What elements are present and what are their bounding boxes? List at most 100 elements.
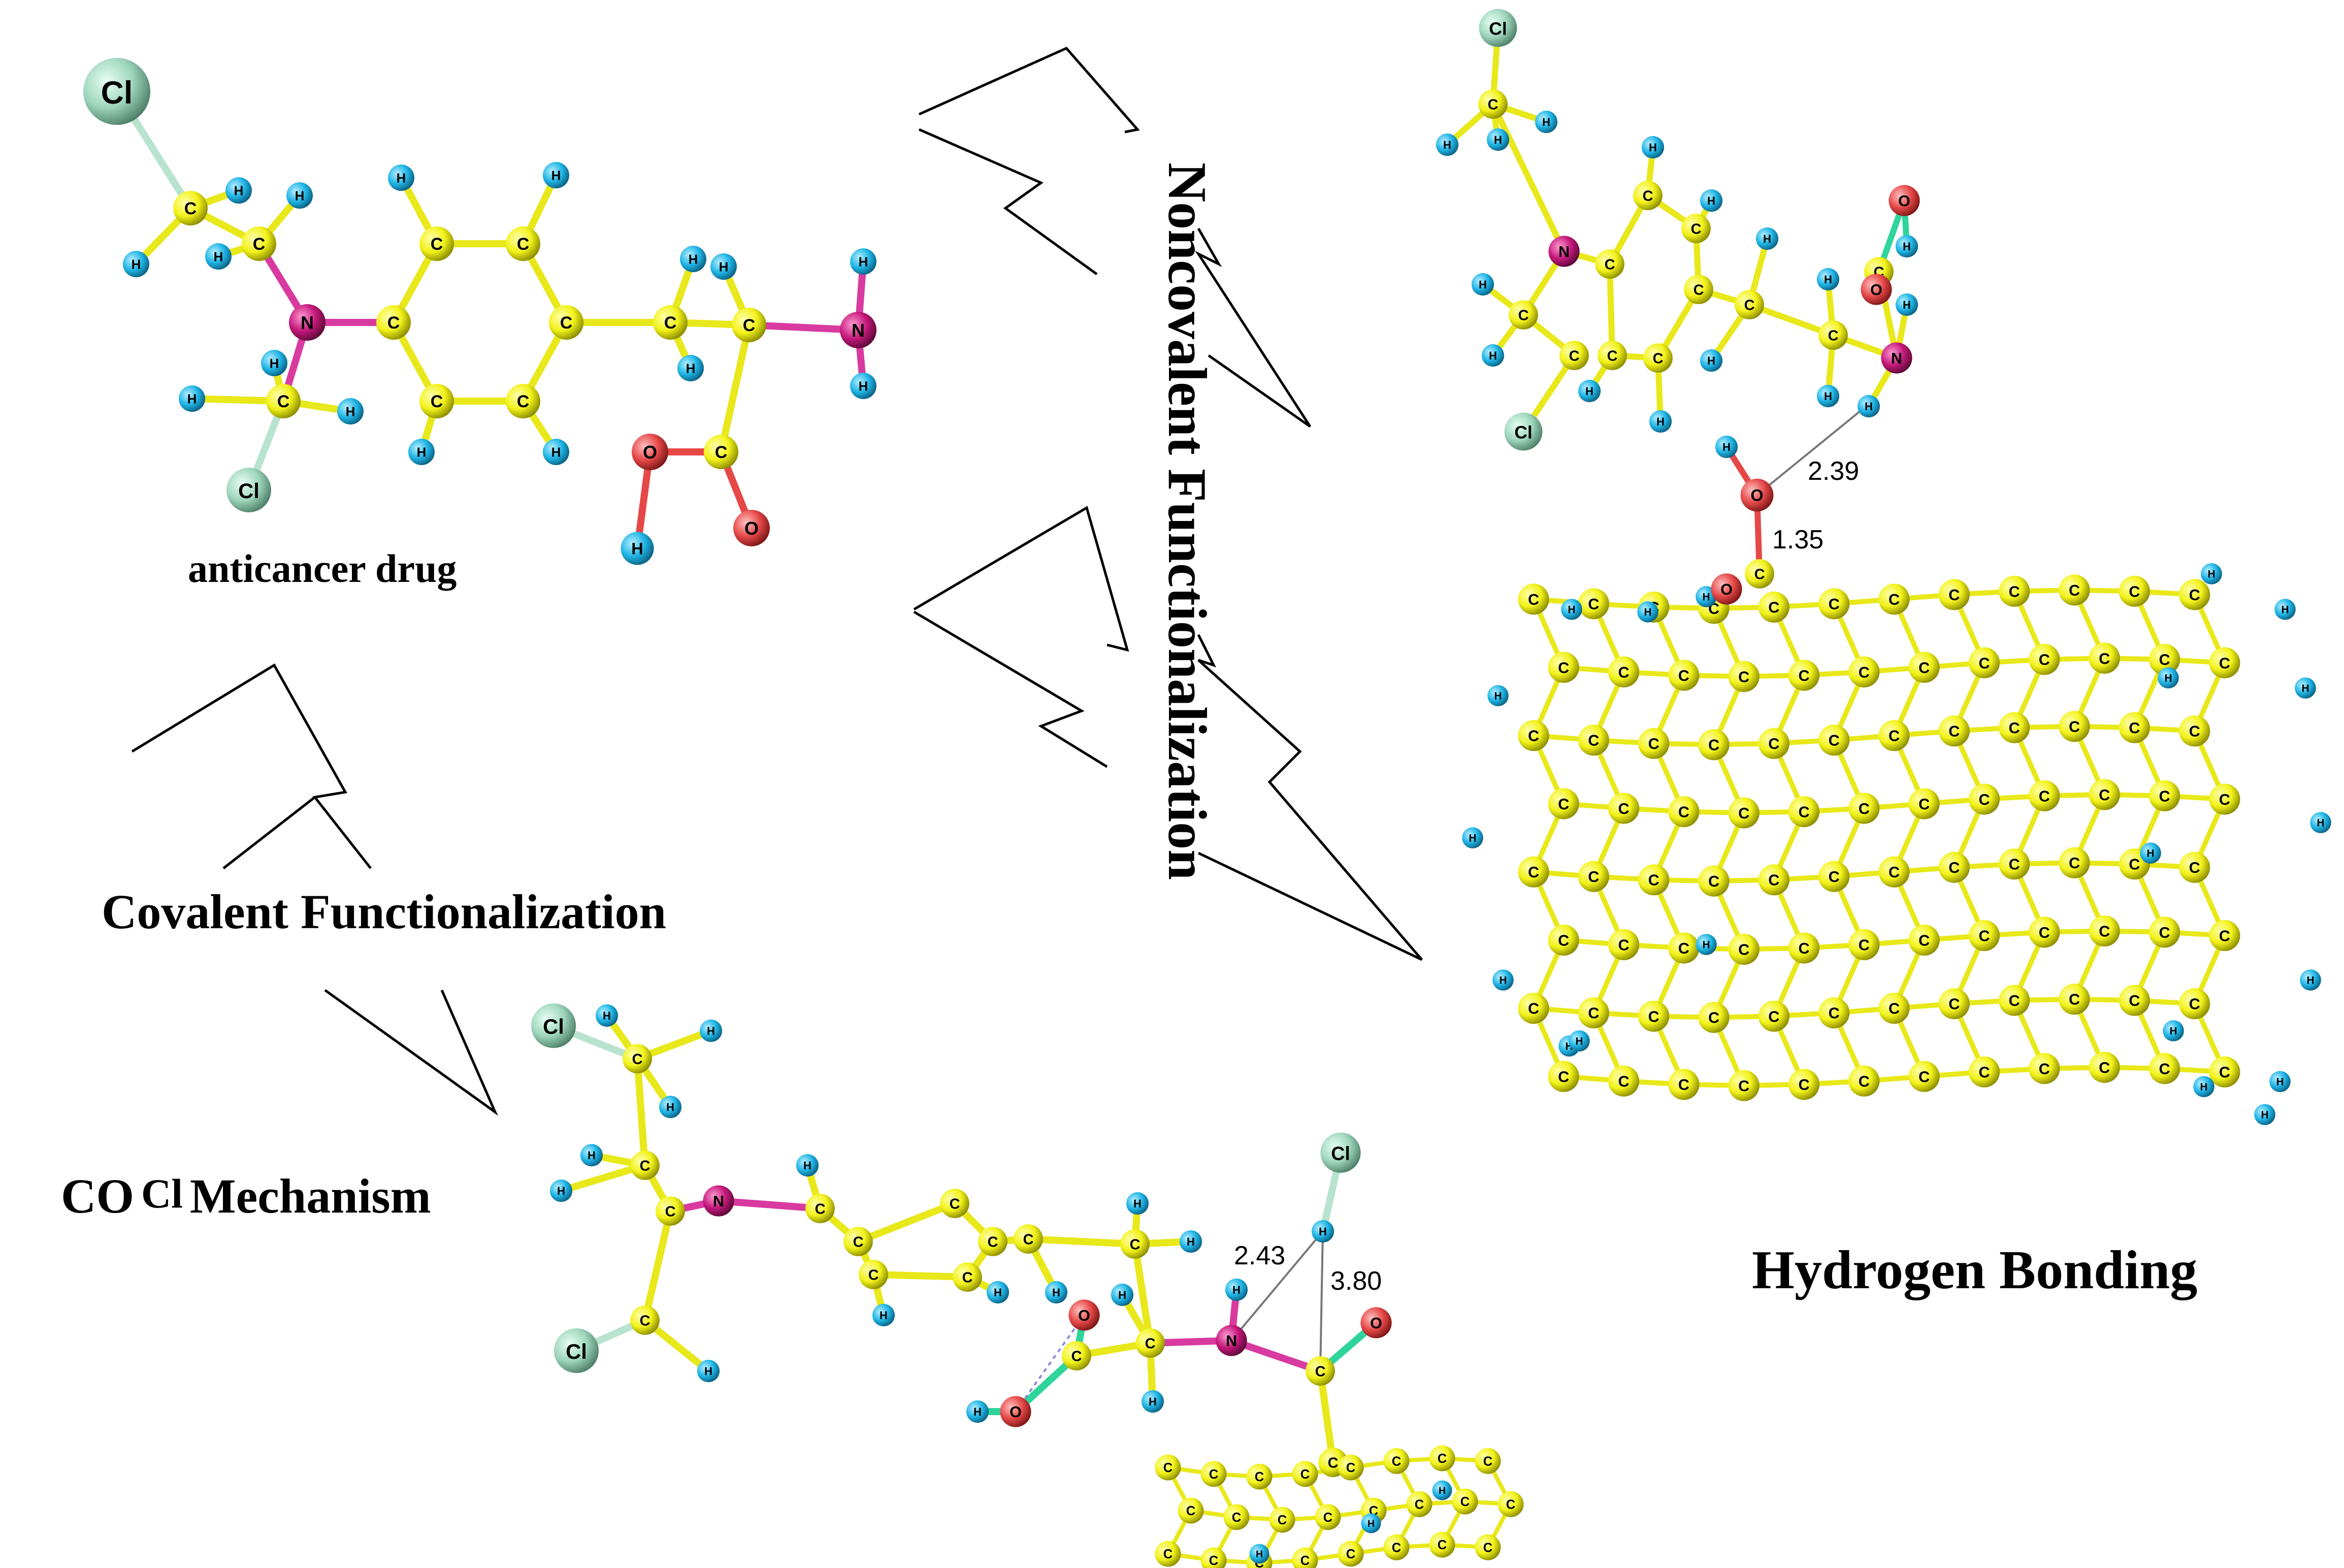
bond: [715, 1197, 824, 1212]
oxygen-atom: O: [632, 434, 668, 470]
hydrogen-symbol: H: [551, 444, 561, 460]
carbon-symbol: C: [1209, 1467, 1218, 1482]
carbon-symbol: C: [1978, 791, 1990, 808]
hydrogen-atom: H: [337, 398, 364, 424]
oxygen-atom: O: [1889, 185, 1920, 216]
carbon-symbol: C: [2069, 582, 2080, 599]
hydrogen-atom: H: [2140, 842, 2161, 864]
carbon-symbol: C: [1163, 1547, 1173, 1561]
carbon-atom: C: [1848, 793, 1880, 824]
hydrogen-symbol: H: [1494, 690, 1502, 702]
carbon-atom: C: [1518, 856, 1549, 888]
carbon-symbol: C: [2159, 788, 2170, 805]
carbon-atom: C: [1223, 1504, 1250, 1530]
carbon-atom: C: [1548, 651, 1579, 683]
carbon-atom: C: [1908, 1061, 1940, 1092]
hydrogen-symbol: H: [1149, 1395, 1157, 1408]
hydrogen-atom: H: [1816, 268, 1840, 291]
chlorine-symbol: Cl: [1489, 18, 1507, 39]
carbon-atom: C: [1878, 720, 1910, 752]
carbon-atom: C: [1848, 656, 1880, 688]
hydrogen-symbol: H: [1824, 390, 1832, 403]
carbon-symbol: C: [1558, 1068, 1569, 1086]
carbon-symbol: C: [853, 1234, 864, 1250]
carbon-atom: C: [1681, 214, 1711, 243]
hydrogen-symbol: H: [1443, 139, 1451, 151]
hydrogen-symbol: H: [1368, 1518, 1375, 1529]
carbon-symbol: C: [1346, 1547, 1355, 1561]
carbon-atom: C: [630, 1305, 660, 1335]
nitrogen-atom: N: [1548, 236, 1580, 267]
bond: [1025, 1235, 1138, 1248]
carbon-symbol: C: [1392, 1541, 1401, 1555]
carbon-atom: C: [2209, 783, 2240, 815]
lightning-arrow-noncov-bottom: [1197, 634, 1423, 961]
hydrogen-atom: H: [1895, 235, 1918, 258]
carbon-symbol: C: [1605, 256, 1615, 273]
hydrogen-atom: H: [1462, 827, 1483, 848]
hydrogen-symbol: H: [666, 1101, 674, 1114]
nitrogen-symbol: N: [1891, 350, 1902, 367]
carbon-atom: C: [1429, 1531, 1455, 1558]
carbon-symbol: C: [1528, 728, 1539, 745]
carbon-symbol: C: [2219, 791, 2230, 808]
hydrogen-atom: H: [286, 182, 313, 209]
hydrogen-atom: H: [1045, 1281, 1068, 1304]
hydrogen-symbol: H: [1499, 974, 1507, 986]
hydrogen-symbol: H: [1656, 415, 1665, 428]
hydrogen-symbol: H: [1644, 606, 1651, 618]
hydrogen-symbol: H: [880, 1309, 888, 1322]
hydrogen-atom: H: [1126, 1192, 1149, 1215]
carbon-atom: C: [1383, 1448, 1410, 1474]
hydrogen-atom: H: [850, 248, 876, 275]
carbon-symbol: C: [743, 316, 756, 335]
carbon-atom: C: [2029, 780, 2060, 811]
chlorine-symbol: Cl: [101, 75, 133, 111]
carbon-symbol: C: [1829, 732, 1840, 749]
hydrogen-atom: H: [2295, 677, 2316, 699]
carbon-symbol: C: [1569, 348, 1580, 364]
carbon-atom: C: [1968, 783, 2000, 815]
carbon-atom: C: [1999, 985, 2030, 1016]
covalent-functionalization-label: Covalent Functionalization: [102, 885, 667, 939]
carbon-symbol: C: [1738, 1077, 1749, 1095]
carbon-atom: C: [1178, 1497, 1204, 1524]
carbon-atom: C: [1818, 724, 1850, 756]
carbon-symbol: C: [1859, 1073, 1870, 1090]
carbon-symbol: C: [2099, 923, 2110, 940]
hydrogen-symbol: H: [1763, 233, 1771, 245]
chlorine-atom: Cl: [531, 1003, 576, 1048]
chlorine-atom: Cl: [1320, 1132, 1361, 1173]
carbon-atom: C: [1668, 660, 1700, 691]
lightning-arrow-noncov-top-a: [918, 46, 1140, 134]
hydrogen-atom: H: [1578, 379, 1601, 403]
hydrogen-symbol: H: [2281, 604, 2289, 615]
carbon-symbol: C: [632, 1051, 643, 1067]
carbon-atom: C: [1643, 343, 1673, 373]
carbon-symbol: C: [2189, 996, 2200, 1013]
carbon-atom: C: [1578, 997, 1609, 1029]
carbon-symbol: C: [2219, 927, 2230, 944]
oxygen-atom: O: [733, 510, 770, 546]
carbon-atom: C: [1338, 1541, 1364, 1567]
carbon-symbol: C: [1528, 591, 1539, 608]
hydrogen-symbol: H: [2276, 1076, 2284, 1088]
carbon-symbol: C: [1643, 188, 1653, 204]
carbon-atom: C: [1745, 559, 1774, 589]
carbon-symbol: C: [2129, 583, 2140, 600]
carbon-symbol: C: [1948, 586, 1960, 604]
hydrogen-symbol: H: [2317, 817, 2324, 829]
carbon-atom: C: [1818, 320, 1848, 350]
hydrogen-atom: H: [1641, 136, 1665, 159]
hydrogen-symbol: H: [859, 254, 868, 269]
carbon-atom: C: [1878, 583, 1910, 615]
oxygen-symbol: O: [1750, 486, 1763, 505]
nitrogen-symbol: N: [1226, 1332, 1237, 1350]
carbon-symbol: C: [1346, 1461, 1355, 1475]
carbon-symbol: C: [1323, 1511, 1332, 1525]
carbon-symbol: C: [1618, 800, 1629, 818]
carbon-atom: C: [1788, 660, 1820, 691]
carbon-symbol: C: [1708, 737, 1719, 754]
carbon-atom: C: [1608, 1065, 1640, 1097]
carbon-atom: C: [173, 191, 208, 225]
